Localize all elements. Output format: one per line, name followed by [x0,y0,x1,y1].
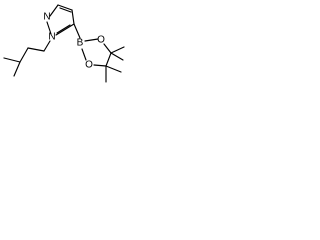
bond-n2-c3 [49,4,59,17]
molecule-diagram: N N B O O [0,0,139,93]
bond-b-o-top [84,38,99,42]
atom-label-b: B [77,38,84,49]
atom-label-n2: N [43,12,50,23]
bond-c-c-pinacol [105,52,112,67]
bond-c3-c4-double [59,7,72,13]
bond-ch2-ch [19,47,29,63]
atom-label-o-bottom: O [85,60,93,71]
pyrazole-ring [46,4,75,36]
bond-c5-n1 [55,23,75,36]
bond-c5-n1-double [56,24,71,34]
bond-c3-c4 [57,4,73,11]
bond-c4-c5 [71,9,75,25]
bond-methyl-top-left [110,52,124,61]
bond-ch-ch3-down [13,61,21,77]
bond-o-bottom-c [93,64,107,67]
bond-n1-n2 [46,21,52,35]
structure-svg: N N B O O [3,4,125,83]
bond-b-o-bottom [81,48,87,61]
bond-ch2-ch2 [27,47,45,52]
atom-label-n1: N [48,32,55,43]
atom-label-o-top: O [97,35,105,46]
bond-methyl-bottom-right [105,65,122,73]
boronate-group [73,23,125,83]
bond-ch-ch3-left [3,57,21,63]
bond-c5-b [73,23,81,39]
bond-methyl-top-right [110,46,125,54]
isopentyl-chain [3,40,51,77]
bond-n1-ch2 [43,40,51,52]
bond-o-top-c [103,43,112,54]
